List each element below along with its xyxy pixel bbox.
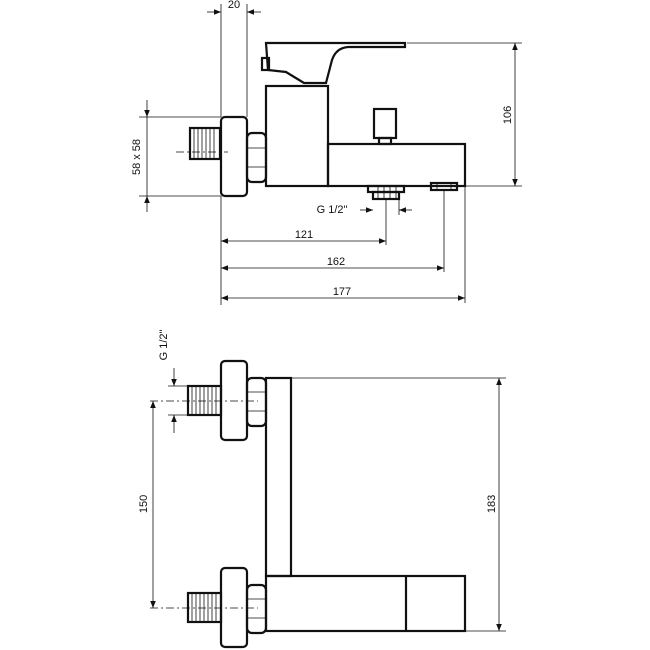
dim-thread-side: G 1/2" — [158, 330, 188, 433]
inlet-thread-upper — [186, 384, 223, 417]
dim-connection-spacing: 150 — [138, 401, 156, 608]
dim-flange-size: 58 x 58 — [131, 100, 221, 212]
dim-label-20: 20 — [228, 0, 240, 11]
mixer-body-side — [264, 376, 293, 578]
wall-flange-upper — [219, 359, 249, 442]
side-view: G 1/2" 150 183 — [138, 330, 506, 649]
wall-flange-lower — [219, 566, 249, 649]
dim-horizontal-set: 121 162 177 — [220, 186, 466, 305]
wall-flange-top — [219, 115, 249, 198]
dim-label-162: 162 — [327, 256, 345, 268]
dim-label-121: 121 — [295, 229, 313, 241]
eccentric-nut-top — [245, 131, 268, 184]
spout-top — [326, 142, 467, 188]
dim-total-height: 183 — [291, 377, 506, 632]
dim-flange-thickness: 20 — [207, 0, 261, 117]
lever-handle-top — [264, 41, 407, 85]
inlet-thread-top — [188, 126, 222, 161]
dim-label-106: 106 — [502, 106, 514, 124]
dim-height-106: 106 — [407, 42, 522, 187]
dim-label-58x58: 58 x 58 — [131, 139, 143, 175]
eccentric-nut-lower — [245, 583, 268, 635]
dim-label-150: 150 — [138, 495, 150, 513]
eccentric-nut-upper — [245, 376, 268, 428]
top-view: 20 58 x 58 106 G 1/2" — [131, 0, 522, 305]
mixer-body-top — [264, 84, 330, 188]
shower-outlet-top — [366, 184, 406, 201]
dim-label-183: 183 — [486, 495, 498, 513]
inlet-thread-lower — [186, 591, 223, 624]
dim-label-thread-side: G 1/2" — [158, 330, 170, 361]
dim-label-thread-top: G 1/2" — [317, 204, 348, 216]
spout-side — [264, 574, 467, 633]
dim-thread-top: G 1/2" — [317, 199, 412, 216]
dim-label-177: 177 — [333, 286, 351, 298]
diverter-knob-top — [372, 107, 398, 140]
